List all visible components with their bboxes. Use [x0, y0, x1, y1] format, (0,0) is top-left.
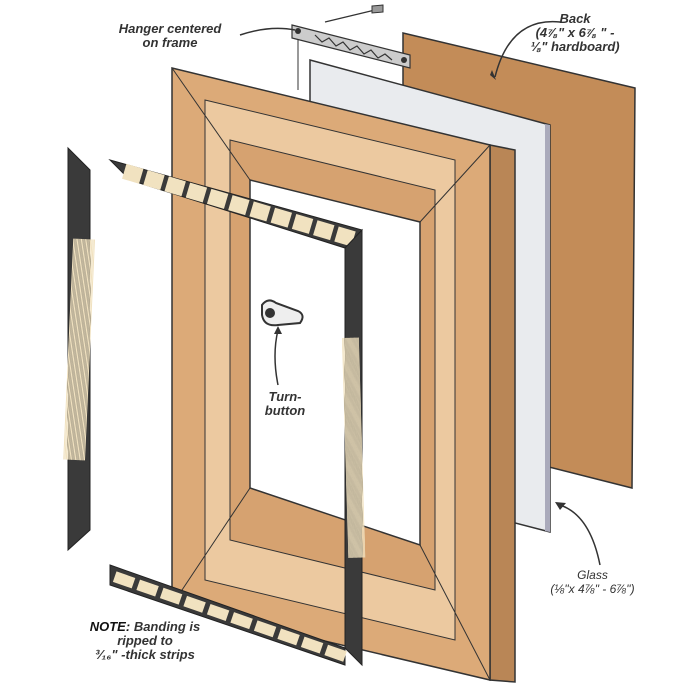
banding-block	[71, 238, 83, 460]
note-line: ³⁄₁₆" -thick strips	[95, 647, 195, 662]
banding-block	[65, 238, 77, 460]
banding-block	[206, 604, 230, 621]
banding-block	[341, 338, 350, 558]
banding-block	[350, 337, 358, 558]
turnbutton-label: Turn- button	[250, 390, 320, 418]
turnbutton-label-line: button	[264, 403, 306, 418]
banding-block	[347, 337, 355, 558]
banding-block	[183, 595, 206, 613]
banding-block	[253, 620, 277, 638]
banding-strips	[63, 146, 366, 667]
banding-block	[136, 579, 159, 597]
back-label-line: ⅛" hardboard)	[530, 39, 620, 54]
banding-block	[353, 337, 361, 558]
glass-label-line: Glass	[577, 568, 608, 582]
banding-block	[324, 644, 347, 662]
banding-block	[270, 207, 293, 228]
turnbutton	[261, 299, 304, 386]
banding-block	[77, 239, 89, 461]
note-line: ripped to	[117, 633, 173, 648]
banding-block	[67, 238, 79, 460]
banding-block	[352, 337, 360, 558]
sawtooth-hanger	[291, 4, 411, 69]
banding-block	[112, 571, 136, 589]
hanger-label-line: on frame	[142, 35, 198, 50]
banding-block	[72, 238, 84, 460]
banding-block	[357, 337, 365, 558]
banding-block	[277, 628, 300, 646]
banding-block	[355, 337, 363, 558]
glass-label-line: (⅛"x 4⅞" - 6⅞")	[550, 582, 635, 596]
banding-block	[68, 238, 80, 460]
banding-block	[358, 337, 366, 558]
back-label-line: (4⅞" x 6⅞ " -	[535, 25, 615, 40]
banding-block	[354, 337, 362, 558]
hanger-label: Hanger centered on frame	[100, 22, 240, 50]
banding-block	[300, 636, 324, 654]
banding-block	[334, 226, 356, 247]
banding-block	[73, 239, 85, 460]
back-label: Back (4⅞" x 6⅞ " - ⅛" hardboard)	[500, 12, 650, 54]
banding-block	[249, 201, 271, 222]
banding-block	[82, 239, 94, 461]
banding-block	[346, 337, 354, 558]
banding-block	[122, 163, 144, 184]
banding-block	[83, 239, 96, 461]
banding-block	[164, 176, 186, 197]
banding-block	[343, 337, 352, 558]
back-label-line: Back	[559, 11, 591, 26]
frame	[171, 67, 491, 681]
banding-block	[313, 220, 335, 241]
banding-block	[64, 238, 76, 460]
banding-block	[63, 238, 75, 460]
banding-block	[351, 337, 359, 558]
banding-block	[76, 239, 88, 461]
banding-block	[230, 612, 253, 630]
banding-block	[81, 239, 93, 461]
banding-block	[349, 337, 357, 558]
banding-block	[344, 337, 353, 558]
banding-block	[291, 213, 314, 234]
note-prefix: NOTE:	[89, 619, 131, 634]
banding-block	[356, 337, 364, 558]
note-label: NOTE: Banding is ripped to ³⁄₁₆" -thick …	[65, 620, 225, 662]
banding-block	[228, 195, 250, 216]
hanger-label-line: Hanger centered	[118, 21, 222, 36]
banding-block	[206, 188, 229, 209]
note-line: Banding is	[133, 619, 201, 634]
banding-block	[74, 239, 86, 461]
banding-block	[185, 182, 208, 203]
banding-block	[78, 239, 90, 461]
banding-block	[69, 238, 81, 460]
banding-block	[159, 587, 183, 605]
turnbutton-label-line: Turn-	[268, 389, 302, 404]
glass-label: Glass (⅛"x 4⅞" - 6⅞")	[525, 568, 660, 596]
banding-block	[143, 170, 165, 191]
banding-block	[342, 337, 351, 558]
banding-block	[348, 337, 356, 558]
banding-block	[80, 239, 92, 461]
banding-block	[345, 337, 353, 558]
